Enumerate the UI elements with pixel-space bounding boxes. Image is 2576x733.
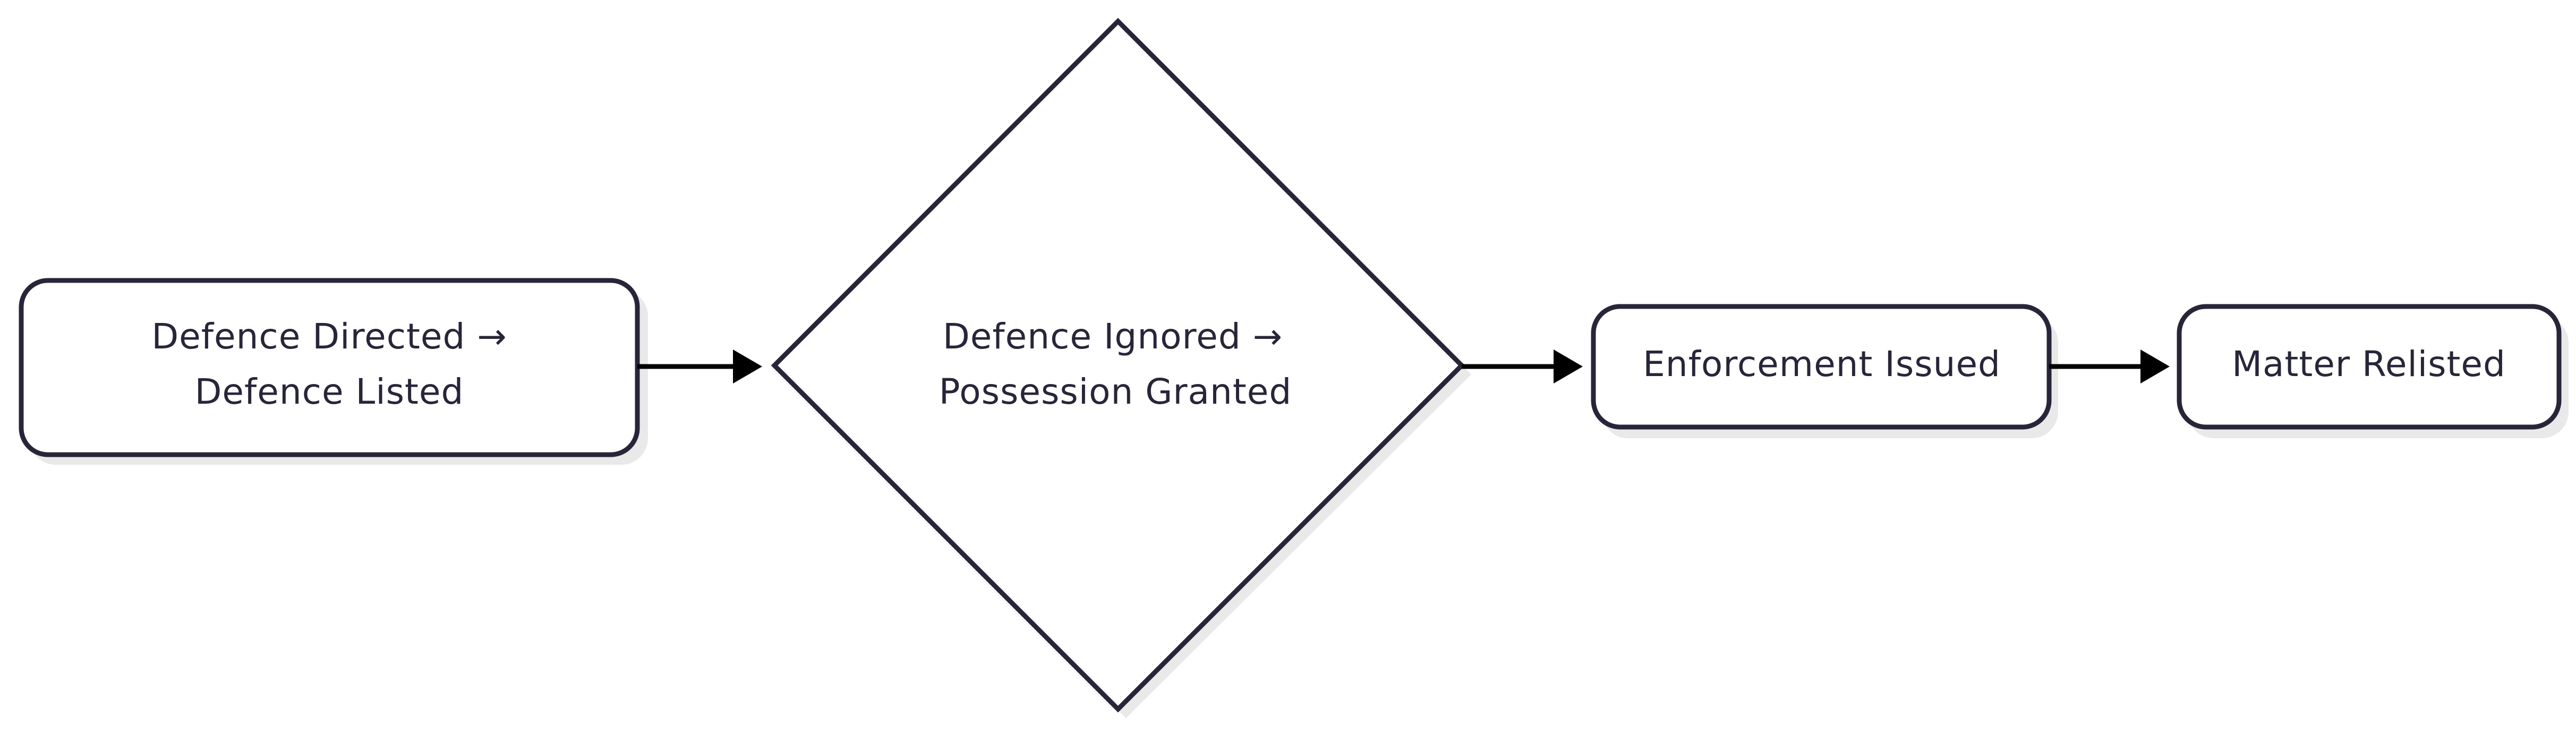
edge-enforcement-issued-to-matter-relisted (2049, 350, 2170, 383)
node-label: Matter Relisted (2232, 344, 2506, 385)
edge-defence-directed-to-defence-ignored (637, 350, 762, 383)
node-diamond (771, 18, 1465, 713)
arrowhead-icon (733, 350, 762, 383)
arrowhead-icon (1554, 350, 1583, 383)
node-box (2177, 304, 2562, 430)
node-enforcement-issued[interactable]: Enforcement Issued (1591, 304, 2058, 438)
edge-defence-ignored-to-enforcement-issued (1462, 350, 1583, 383)
node-label-line-2: Defence Listed (195, 371, 464, 412)
node-matter-relisted[interactable]: Matter Relisted (2177, 304, 2569, 438)
node-box (19, 278, 640, 457)
node-label-line-1: Defence Ignored → (943, 316, 1283, 357)
node-label-line-2: Possession Granted (939, 371, 1292, 412)
node-label: Enforcement Issued (1643, 344, 2001, 385)
arrowhead-icon (2140, 350, 2170, 383)
node-label-line-1: Defence Directed → (151, 316, 507, 357)
node-defence-ignored[interactable]: Defence Ignored → Possession Granted (771, 18, 1471, 718)
node-defence-directed[interactable]: Defence Directed → Defence Listed (19, 278, 648, 465)
